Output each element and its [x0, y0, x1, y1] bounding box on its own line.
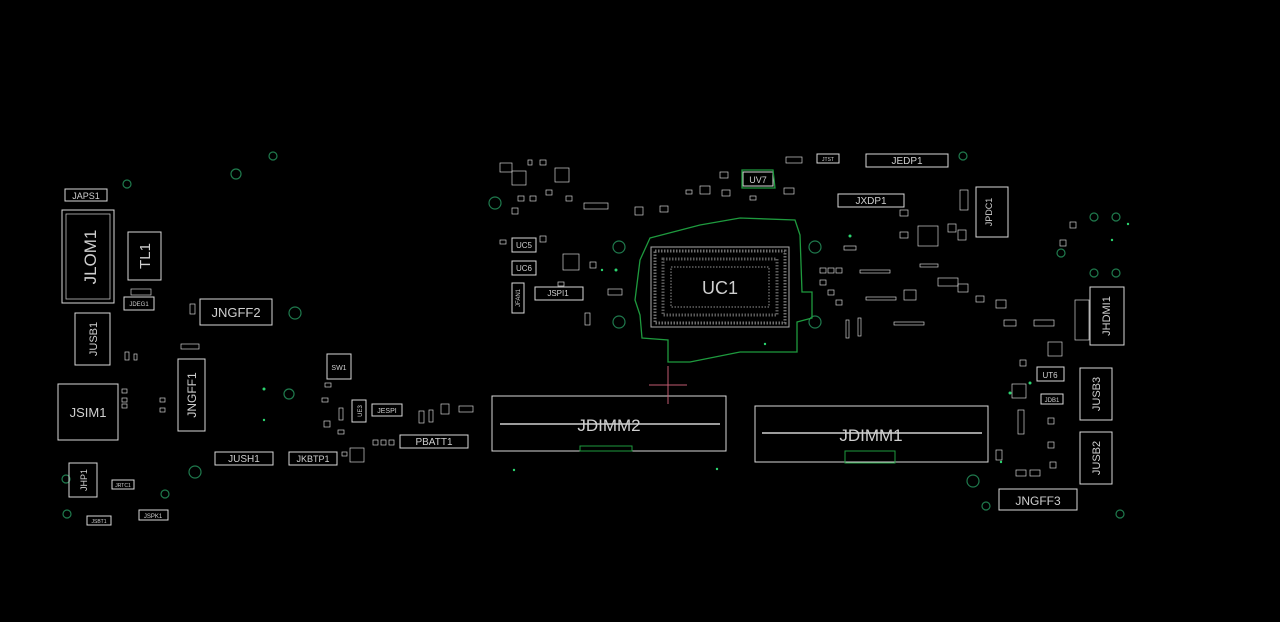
cursor-crosshair: [649, 366, 687, 404]
component-jxdp1[interactable]: JXDP1: [837, 193, 905, 208]
component-uc6[interactable]: UC6: [511, 260, 537, 276]
component-jngff3[interactable]: JNGFF3: [998, 488, 1078, 511]
svg-text:JNGFF3: JNGFF3: [1015, 494, 1061, 508]
svg-text:JSPI1: JSPI1: [547, 289, 569, 298]
svg-text:JUSB3: JUSB3: [1091, 377, 1103, 411]
svg-text:JUSH1: JUSH1: [228, 454, 260, 465]
passives-center: [499, 156, 862, 339]
svg-text:UC1: UC1: [702, 278, 738, 298]
component-jusb2[interactable]: JUSB2: [1079, 431, 1113, 485]
component-jhdmi1[interactable]: JHDMI1: [1089, 286, 1125, 346]
component-jtst[interactable]: JTST: [816, 153, 840, 164]
svg-text:UE3: UE3: [358, 405, 364, 417]
component-jrtc1[interactable]: JRTC1: [111, 479, 135, 490]
svg-text:TL1: TL1: [137, 243, 154, 269]
component-jsbt[interactable]: JSBT1: [86, 515, 112, 526]
svg-text:JNGFF2: JNGFF2: [211, 305, 260, 320]
component-jfan1[interactable]: JFAN1: [511, 282, 525, 314]
component-jngff2[interactable]: JNGFF2: [199, 298, 273, 326]
svg-text:JLOM1: JLOM1: [81, 230, 100, 285]
svg-text:UT6: UT6: [1042, 371, 1058, 380]
svg-text:JDIMM2: JDIMM2: [577, 416, 640, 435]
component-jedp1[interactable]: JEDP1: [865, 153, 949, 168]
passives-right: [859, 189, 1090, 477]
svg-text:JKBTP1: JKBTP1: [296, 454, 329, 464]
component-uc5[interactable]: UC5: [511, 237, 537, 253]
svg-text:JDEG1: JDEG1: [129, 302, 149, 308]
component-jspk1[interactable]: JSPK1: [138, 509, 169, 521]
component-jush1[interactable]: JUSH1: [214, 451, 274, 466]
component-jsim1[interactable]: JSIM1: [57, 383, 119, 441]
svg-text:JSIM1: JSIM1: [70, 405, 107, 420]
component-jespi[interactable]: JESPI: [371, 403, 403, 417]
svg-text:JHDMI1: JHDMI1: [1101, 296, 1113, 336]
component-jusb1[interactable]: JUSB1: [74, 312, 111, 366]
svg-text:JHP1: JHP1: [79, 469, 89, 491]
mounting-holes: [61, 151, 1125, 519]
component-jdimm1[interactable]: JDIMM1: [754, 405, 989, 464]
component-sw1[interactable]: SW1: [326, 353, 352, 380]
svg-text:UC5: UC5: [516, 241, 533, 250]
svg-text:JEDP1: JEDP1: [891, 156, 923, 167]
svg-text:JUSB1: JUSB1: [88, 322, 100, 356]
passives-left: [121, 288, 474, 463]
component-ue3[interactable]: UE3: [351, 399, 367, 423]
svg-text:JFAN1: JFAN1: [516, 288, 522, 307]
component-jpdc1[interactable]: JPDC1: [975, 186, 1009, 238]
component-jlom1[interactable]: JLOM1: [61, 209, 115, 304]
svg-text:JUSB2: JUSB2: [1091, 441, 1103, 475]
svg-text:UV7: UV7: [749, 175, 767, 185]
svg-text:SW1: SW1: [331, 365, 346, 372]
svg-text:JRTC1: JRTC1: [115, 483, 131, 489]
svg-text:JXDP1: JXDP1: [855, 196, 887, 207]
component-jspi1[interactable]: JSPI1: [534, 286, 584, 301]
svg-text:JNGFF1: JNGFF1: [185, 372, 199, 418]
svg-text:JAPS1: JAPS1: [72, 191, 100, 201]
svg-text:PBATT1: PBATT1: [415, 437, 452, 448]
component-uv7[interactable]: UV7: [742, 171, 774, 187]
svg-text:UC6: UC6: [516, 264, 533, 273]
svg-text:JPDC1: JPDC1: [984, 198, 994, 227]
cpu-keepout-trace: [634, 169, 813, 363]
component-japs1[interactable]: JAPS1: [64, 188, 108, 202]
component-pbatt1[interactable]: PBATT1: [399, 434, 469, 449]
component-jngff1[interactable]: JNGFF1: [177, 358, 206, 432]
component-jdeg1[interactable]: JDEG1: [123, 296, 155, 311]
svg-text:JSPK1: JSPK1: [144, 514, 163, 520]
vias: [262, 222, 1130, 472]
component-ut6[interactable]: UT6: [1036, 366, 1065, 382]
svg-text:JSBT1: JSBT1: [91, 519, 106, 525]
component-tl1[interactable]: TL1: [127, 231, 162, 281]
component-jkbtp1[interactable]: JKBTP1: [288, 451, 338, 466]
svg-text:JDIMM1: JDIMM1: [839, 426, 902, 445]
component-jhp1[interactable]: JHP1: [68, 462, 98, 498]
svg-text:JDB1: JDB1: [1045, 398, 1060, 404]
svg-text:JESPI: JESPI: [377, 408, 397, 415]
svg-text:JTST: JTST: [822, 157, 834, 163]
component-jdimm2[interactable]: JDIMM2: [491, 395, 727, 452]
component-uc1[interactable]: UC1: [650, 246, 790, 328]
component-jdb1[interactable]: JDB1: [1040, 393, 1064, 405]
component-jusb3[interactable]: JUSB3: [1079, 367, 1113, 421]
